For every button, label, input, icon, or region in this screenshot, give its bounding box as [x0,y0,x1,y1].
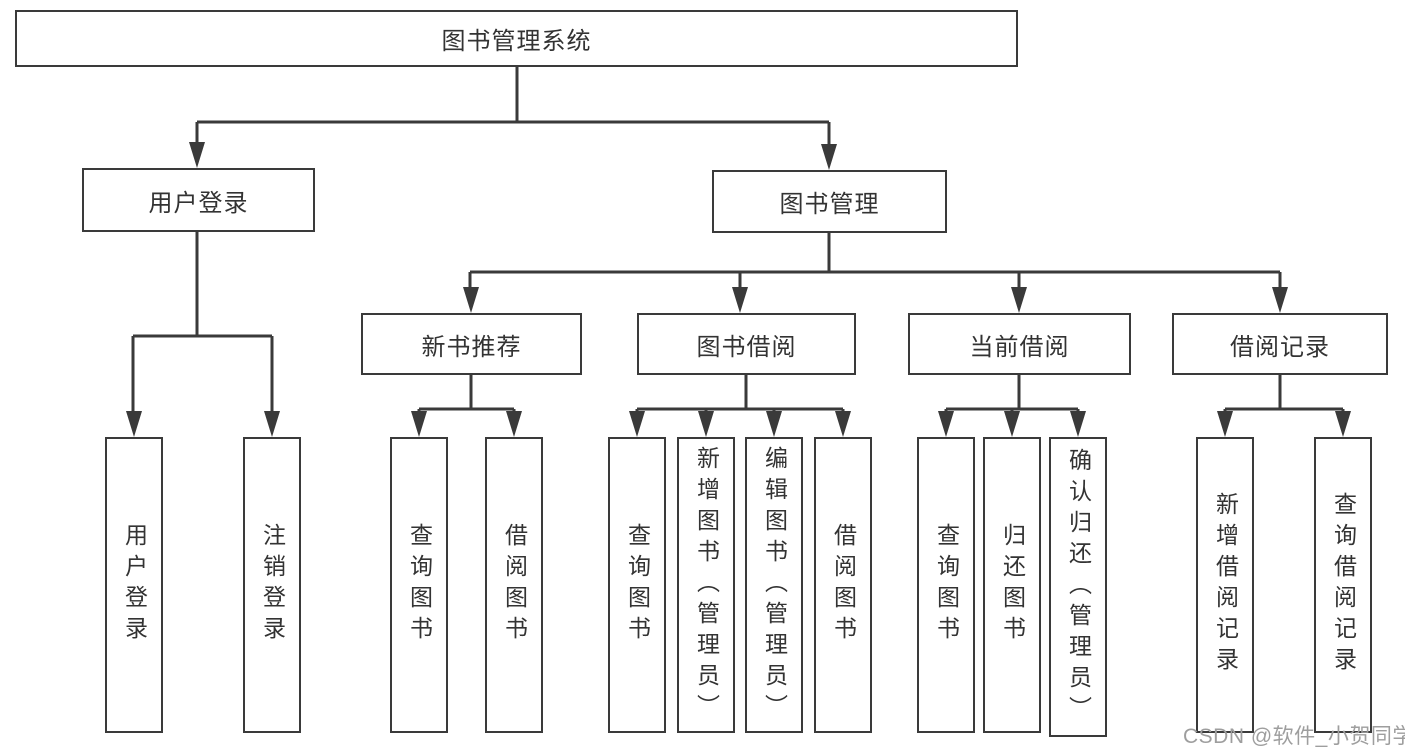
node-label: 确认归还（管理员） [1065,447,1092,727]
node-current-borrow: 当前借阅 [908,313,1131,375]
node-label: 图书管理 [779,191,880,218]
node-leaf-query-borrow-record: 查询借阅记录 [1314,437,1372,733]
node-borrow-records: 借阅记录 [1172,313,1388,375]
node-label: 图书管理系统 [441,28,592,55]
node-label: 新书推荐 [421,333,522,361]
node-leaf-borrow-books: 借阅图书 [814,437,872,733]
node-label: 新增借阅记录 [1212,492,1239,678]
node-label: 编辑图书（管理员） [761,445,788,725]
watermark: CSDN @软件_小贺同学 [1183,725,1405,747]
node-leaf-logout: 注销登录 [243,437,301,733]
node-label: 借阅图书 [830,523,857,647]
node-label: 注销登录 [259,523,286,647]
node-root-library-management-system: 图书管理系统 [15,10,1018,67]
node-label: 查询图书 [933,523,960,647]
node-leaf-query-books-current: 查询图书 [917,437,975,733]
node-label: 用户登录 [148,189,249,217]
node-book-management-group: 图书管理 [712,170,947,233]
node-leaf-add-books-admin: 新增图书（管理员） [677,437,735,733]
node-label: 归还图书 [999,523,1026,647]
node-label: 查询图书 [624,523,651,647]
node-label: 当前借阅 [969,333,1070,361]
node-label: 查询借阅记录 [1330,492,1357,678]
arrowheads [126,142,1351,437]
node-user-login-group: 用户登录 [82,168,315,232]
node-label: 借阅记录 [1230,333,1330,361]
node-label: 图书借阅 [696,333,797,361]
node-new-book-recommend: 新书推荐 [361,313,582,375]
node-label: 新增图书（管理员） [693,445,720,725]
node-label: 查询图书 [406,523,433,647]
node-leaf-return-books: 归还图书 [983,437,1041,733]
node-label: 借阅图书 [501,523,528,647]
node-leaf-borrow-books-recommend: 借阅图书 [485,437,543,733]
node-leaf-add-borrow-record: 新增借阅记录 [1196,437,1254,733]
node-book-borrow: 图书借阅 [637,313,856,375]
node-label: 用户登录 [121,523,148,647]
node-leaf-query-books-borrow: 查询图书 [608,437,666,733]
node-leaf-edit-books-admin: 编辑图书（管理员） [745,437,803,733]
node-leaf-user-login: 用户登录 [105,437,163,733]
node-leaf-confirm-return-admin: 确认归还（管理员） [1049,437,1107,737]
node-leaf-query-books-recommend: 查询图书 [390,437,448,733]
